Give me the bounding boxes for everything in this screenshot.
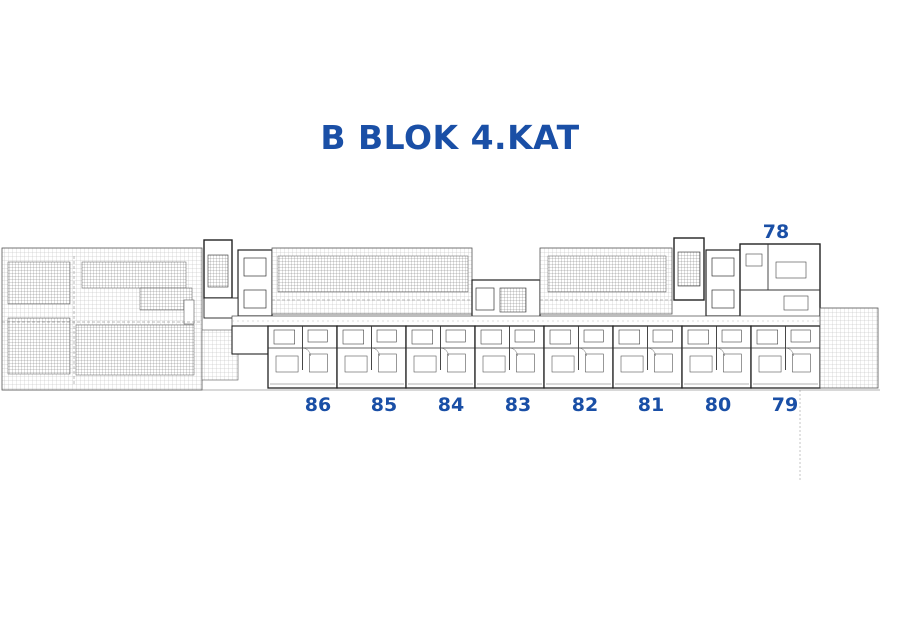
left-stair-core bbox=[203, 239, 273, 319]
unit-module-86 bbox=[267, 325, 338, 389]
central-stair-core bbox=[471, 279, 541, 321]
right-stair-core bbox=[673, 237, 743, 317]
unit-number-85[interactable]: 85 bbox=[370, 394, 398, 416]
unit-module-80 bbox=[681, 325, 752, 389]
unit-module-79 bbox=[750, 325, 821, 389]
unit-number-82[interactable]: 82 bbox=[571, 394, 599, 416]
unit-78-plan bbox=[739, 243, 821, 319]
unit-module-83 bbox=[474, 325, 545, 389]
unit-number-79[interactable]: 79 bbox=[771, 394, 799, 416]
corridor bbox=[231, 315, 823, 327]
unit-number-84[interactable]: 84 bbox=[437, 394, 465, 416]
unit-number-83[interactable]: 83 bbox=[504, 394, 532, 416]
unit-number-78[interactable]: 78 bbox=[762, 221, 790, 243]
plan-title: B BLOK 4.KAT bbox=[320, 118, 580, 157]
utility-room bbox=[231, 325, 269, 355]
apartment-units-row bbox=[231, 325, 821, 389]
unit-number-80[interactable]: 80 bbox=[704, 394, 732, 416]
middle-roof-terrace bbox=[271, 247, 473, 315]
left-roof-terrace bbox=[1, 247, 239, 391]
east-terrace bbox=[799, 307, 879, 480]
unit-number-81[interactable]: 81 bbox=[637, 394, 665, 416]
right-roof-terrace bbox=[539, 247, 673, 315]
unit-module-82 bbox=[543, 325, 614, 389]
unit-number-86[interactable]: 86 bbox=[304, 394, 332, 416]
unit-module-85 bbox=[336, 325, 407, 389]
unit-module-81 bbox=[612, 325, 683, 389]
unit-module-84 bbox=[405, 325, 476, 389]
